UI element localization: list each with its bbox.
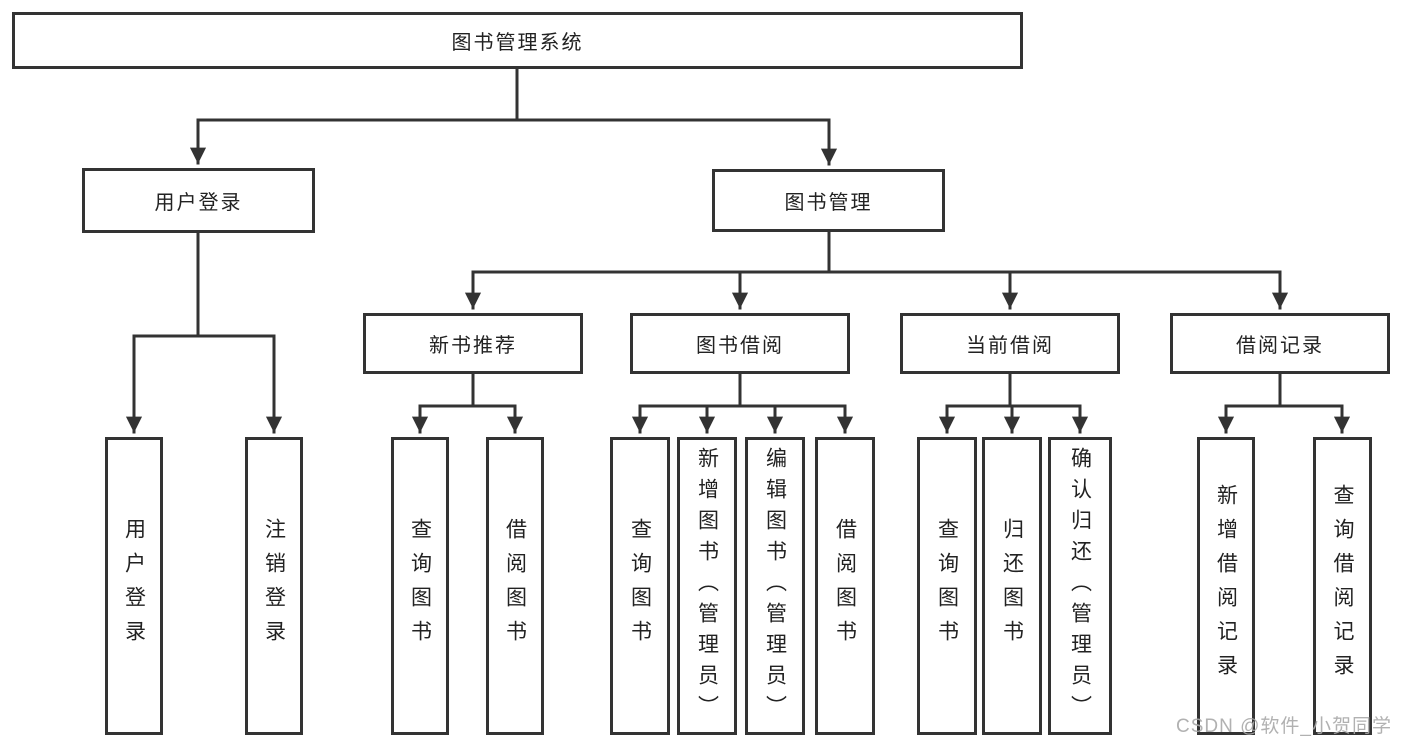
leaf-label: 借阅图书 (503, 518, 527, 654)
leaf-edit-book-admin: 编辑图书（管理员） (745, 437, 805, 735)
leaf-label: 确认归还（管理员） (1068, 446, 1092, 726)
leaf-borrow-books: 借阅图书 (815, 437, 875, 735)
leaf-query-books-recommend: 查询图书 (391, 437, 449, 735)
leaf-label: 查询图书 (408, 518, 432, 654)
leaf-label: 查询图书 (628, 518, 652, 654)
node-user-login: 用户登录 (82, 168, 315, 233)
leaf-query-books-borrowing: 查询图书 (610, 437, 670, 735)
leaf-logout: 注销登录 (245, 437, 303, 735)
leaf-return-books: 归还图书 (982, 437, 1042, 735)
watermark: CSDN @软件_小贺同学 (1176, 716, 1392, 737)
leaf-label: 查询图书 (935, 518, 959, 654)
node-book-borrowing: 图书借阅 (630, 313, 850, 374)
leaf-add-book-admin: 新增图书（管理员） (677, 437, 737, 735)
node-library-management-system: 图书管理系统 (12, 12, 1023, 69)
leaf-user-login: 用户登录 (105, 437, 163, 735)
node-borrowing-records: 借阅记录 (1170, 313, 1390, 374)
node-new-book-recommend: 新书推荐 (363, 313, 583, 374)
leaf-label: 新增借阅记录 (1214, 484, 1238, 688)
leaf-label: 归还图书 (1000, 518, 1024, 654)
leaf-label: 查询借阅记录 (1331, 484, 1354, 688)
leaf-label: 编辑图书（管理员） (763, 446, 787, 726)
leaf-label: 新增图书（管理员） (695, 446, 719, 726)
node-current-borrowing: 当前借阅 (900, 313, 1120, 374)
leaf-add-borrow-record: 新增借阅记录 (1197, 437, 1255, 735)
leaf-label: 用户登录 (122, 518, 146, 654)
leaf-label: 注销登录 (262, 518, 286, 654)
leaf-confirm-return-admin: 确认归还（管理员） (1048, 437, 1112, 735)
leaf-query-books-current: 查询图书 (917, 437, 977, 735)
leaf-label: 借阅图书 (833, 518, 857, 654)
node-book-management: 图书管理 (712, 169, 945, 232)
leaf-borrow-books-recommend: 借阅图书 (486, 437, 544, 735)
leaf-query-borrow-record: 查询借阅记录 (1313, 437, 1372, 735)
